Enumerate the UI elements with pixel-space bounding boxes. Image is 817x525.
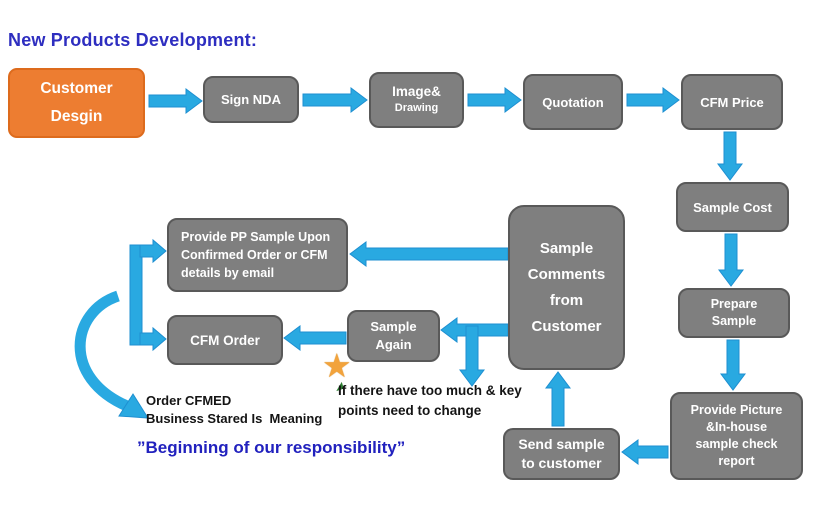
- arrow-signnda-to-image-icon: [302, 87, 368, 113]
- node-image-line1: Image&: [392, 84, 441, 99]
- node-customer-design: Customer Desgin: [8, 68, 145, 138]
- arrow-sampleagain-to-cfmorder-icon: [283, 325, 347, 351]
- page-title: New Products Development:: [8, 30, 258, 50]
- arrow-quotation-to-cfmprice-icon: [626, 87, 680, 113]
- node-provide-pp-sample: Provide PP Sample Upon Confirmed Order o…: [167, 218, 348, 292]
- arrow-sendsample-to-samplecomments-icon: [545, 371, 571, 427]
- bracket-arrow-to-cfmorder-icon: [139, 326, 167, 352]
- curved-swoosh-arrow-icon: [74, 290, 130, 412]
- bracket-connector-vertical-icon: [129, 244, 143, 346]
- node-image-line2: Drawing: [394, 102, 439, 114]
- bracket-arrow-to-providepp-icon: [139, 238, 167, 264]
- condition-note: If there have too much & key points need…: [338, 383, 522, 418]
- arrow-providepicture-to-sendsample-icon: [621, 439, 669, 465]
- node-sample-again: Sample Again: [347, 310, 440, 362]
- arrow-image-to-quotation-icon: [467, 87, 522, 113]
- node-sign-nda: Sign NDA: [203, 76, 299, 123]
- node-quotation: Quotation: [523, 74, 623, 130]
- node-cfm-order: CFM Order: [167, 315, 283, 365]
- arrow-preparesample-to-providepicture-icon: [720, 339, 746, 391]
- star-icon: ★: [322, 347, 352, 384]
- node-send-sample-to-customer: Send sample to customer: [503, 428, 620, 480]
- node-image-and-drawing: Image& Drawing: [369, 72, 464, 128]
- arrow-customer-to-signnda-icon: [148, 88, 203, 114]
- node-cfm-price: CFM Price: [681, 74, 783, 130]
- node-sample-cost: Sample Cost: [676, 182, 789, 232]
- arrow-samplecomments-to-providepp-icon: [349, 241, 509, 267]
- node-sample-comments-from-customer: Sample Comments from Customer: [508, 205, 625, 370]
- arrow-samplecost-to-preparesample-icon: [718, 233, 744, 287]
- order-cfmed-note: Order CFMED Business Stared Is Meaning: [146, 393, 323, 426]
- curved-swoosh-arrowhead-icon: [118, 393, 149, 419]
- node-prepare-sample: Prepare Sample: [678, 288, 790, 338]
- arrow-branch-down-to-condition-icon: [459, 325, 485, 387]
- responsibility-note: ”Beginning of our responsibility”: [137, 438, 406, 457]
- arrow-cfmprice-to-samplecost-icon: [717, 131, 743, 181]
- node-provide-picture-report: Provide Picture &In-house sample check r…: [670, 392, 803, 480]
